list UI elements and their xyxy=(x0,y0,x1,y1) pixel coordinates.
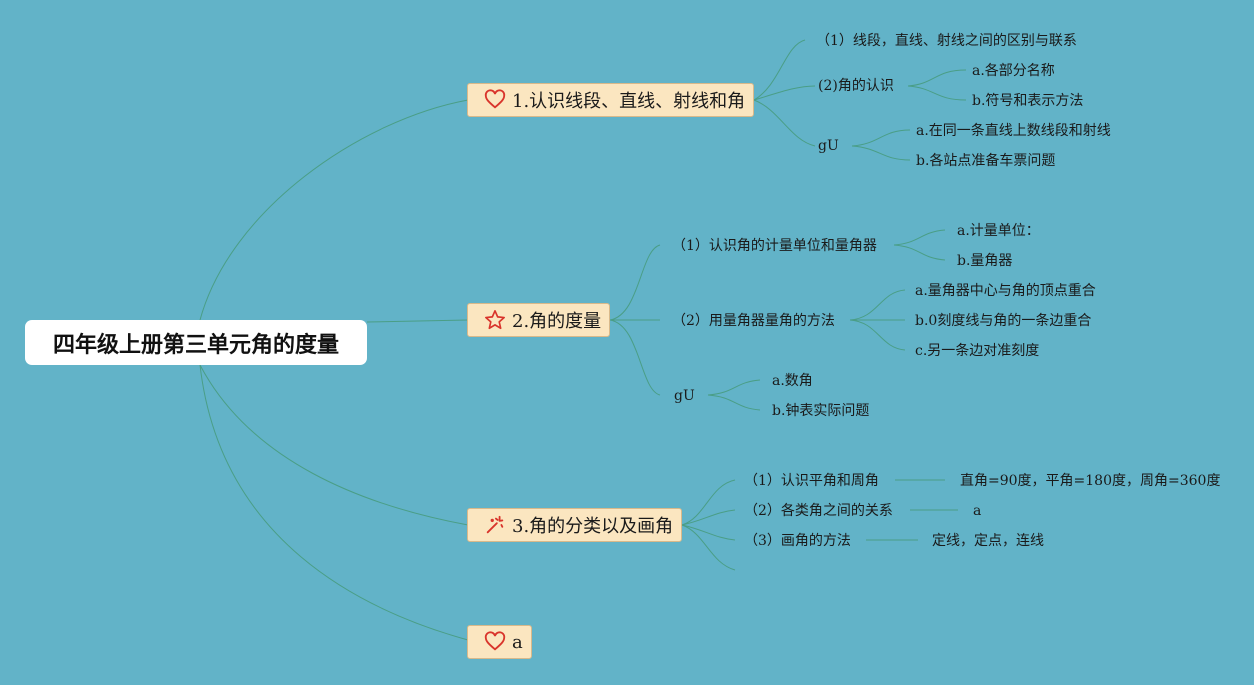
magic-wand-icon xyxy=(484,514,506,536)
heart-icon xyxy=(484,89,506,111)
subtopic-b2-1[interactable]: （1）认识角的计量单位和量角器 xyxy=(672,238,877,254)
subtopic-b3-3a[interactable]: 定线，定点，连线 xyxy=(932,533,1044,549)
branch-label: 2.角的度量 xyxy=(512,311,602,332)
subtopic-b2-3b[interactable]: b.钟表实际问题 xyxy=(772,403,870,419)
branch-label: 3.角的分类以及画角 xyxy=(512,516,674,537)
subtopic-b3-2a[interactable]: a xyxy=(973,503,982,519)
subtopic-b1-1[interactable]: （1）线段，直线、射线之间的区别与联系 xyxy=(816,33,1077,49)
root-topic[interactable]: 四年级上册第三单元角的度量 xyxy=(25,320,367,365)
subtopic-b3-2[interactable]: （2）各类角之间的关系 xyxy=(744,503,893,519)
branch-topic-4[interactable]: a xyxy=(467,625,532,659)
subtopic-b1-3a[interactable]: a.在同一条直线上数线段和射线 xyxy=(916,123,1111,139)
branch-topic-2[interactable]: 2.角的度量 xyxy=(467,303,610,337)
subtopic-b3-3[interactable]: （3）画角的方法 xyxy=(744,533,851,549)
subtopic-b3-1[interactable]: （1）认识平角和周角 xyxy=(744,473,879,489)
subtopic-b1-2a[interactable]: a.各部分名称 xyxy=(972,63,1055,79)
subtopic-b2-2c[interactable]: c.另一条边对准刻度 xyxy=(915,343,1040,359)
branch-label: a xyxy=(512,631,523,653)
subtopic-b1-2[interactable]: (2)角的认识 xyxy=(818,78,894,94)
branch-topic-3[interactable]: 3.角的分类以及画角 xyxy=(467,508,682,542)
subtopic-b2-3[interactable]: gU xyxy=(674,388,695,404)
branch-label: 1.认识线段、直线、射线和角 xyxy=(512,91,746,112)
subtopic-b2-1b[interactable]: b.量角器 xyxy=(957,253,1013,269)
subtopic-b2-1a[interactable]: a.计量单位： xyxy=(957,223,1040,239)
subtopic-b2-2b[interactable]: b.0刻度线与角的一条边重合 xyxy=(915,313,1092,329)
star-icon xyxy=(484,309,506,331)
subtopic-b2-2a[interactable]: a.量角器中心与角的顶点重合 xyxy=(915,283,1096,299)
subtopic-b1-2b[interactable]: b.符号和表示方法 xyxy=(972,93,1084,109)
subtopic-b1-3b[interactable]: b.各站点准备车票问题 xyxy=(916,153,1056,169)
subtopic-b2-3a[interactable]: a.数角 xyxy=(772,373,813,389)
branch-topic-1[interactable]: 1.认识线段、直线、射线和角 xyxy=(467,83,754,117)
subtopic-b2-2[interactable]: （2）用量角器量角的方法 xyxy=(672,313,835,329)
subtopic-b1-3[interactable]: gU xyxy=(818,138,839,154)
subtopic-b3-1a[interactable]: 直角=90度，平角=180度，周角=360度 xyxy=(960,473,1221,489)
heart-icon xyxy=(484,631,506,653)
